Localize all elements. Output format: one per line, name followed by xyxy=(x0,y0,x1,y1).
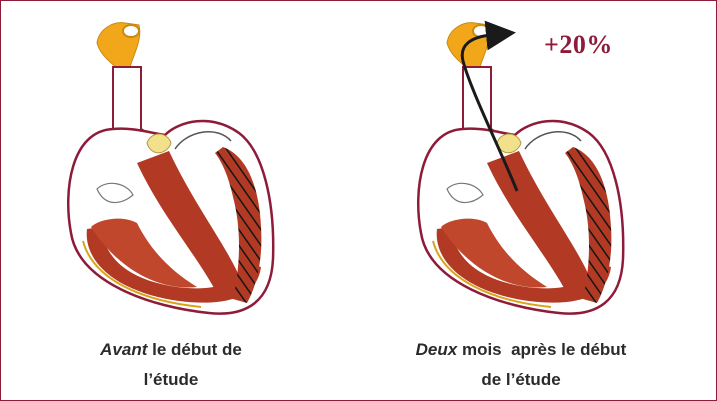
panel-before: Avant le début de l’étude xyxy=(1,1,341,400)
caption-before: Avant le début de l’étude xyxy=(21,335,321,395)
increase-badge: +20% xyxy=(544,30,613,60)
caption-after-line1: Deux mois après le début xyxy=(361,335,681,365)
heart-diagram-icon xyxy=(351,1,691,331)
caption-after: Deux mois après le début de l’étude xyxy=(361,335,681,395)
heart-diagram-icon xyxy=(1,1,341,331)
caption-before-rest: le début de xyxy=(147,340,241,359)
caption-before-line1: Avant le début de xyxy=(21,335,321,365)
panel-after: Deux mois après le début de l’étude xyxy=(351,1,691,400)
caption-after-rest: mois après le début xyxy=(457,340,626,359)
caption-before-line2: l’étude xyxy=(21,365,321,395)
caption-after-emphasis: Deux xyxy=(416,340,458,359)
caption-after-line2: de l’étude xyxy=(361,365,681,395)
caption-before-emphasis: Avant xyxy=(100,340,147,359)
